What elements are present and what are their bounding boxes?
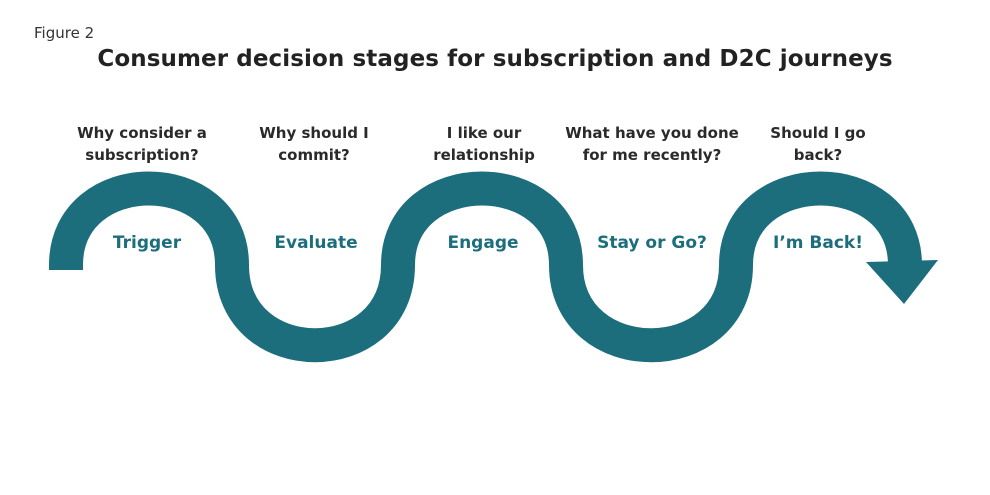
diagram-title: Consumer decision stages for subscriptio… bbox=[97, 46, 893, 72]
figure-label: Figure 2 bbox=[34, 24, 95, 42]
question-im-back: Should I go back? bbox=[770, 124, 866, 164]
stage-label-engage: Engage bbox=[447, 233, 519, 253]
question-evaluate: Why should I commit? bbox=[259, 124, 369, 164]
stage-label-im-back: I’m Back! bbox=[773, 233, 863, 253]
question-engage: I like our relationship bbox=[433, 124, 535, 164]
question-stay-or-go: What have you done for me recently? bbox=[565, 124, 739, 164]
journey-wave-path bbox=[49, 171, 922, 363]
journey-arrowhead bbox=[866, 260, 938, 304]
question-trigger: Why consider a subscription? bbox=[77, 124, 207, 164]
stage-label-trigger: Trigger bbox=[112, 233, 182, 253]
stage-label-stay-or-go: Stay or Go? bbox=[597, 233, 707, 253]
stage-label-evaluate: Evaluate bbox=[274, 233, 358, 253]
